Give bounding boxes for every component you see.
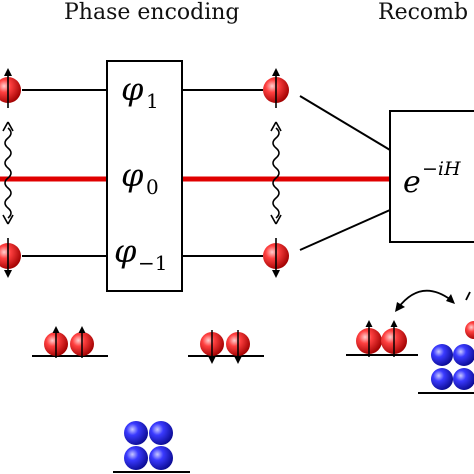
atom-pair-up-recombination bbox=[346, 320, 418, 357]
upper-converge-line bbox=[299, 95, 391, 151]
lower-converge-line bbox=[299, 209, 391, 251]
photon-wavy-arrow-right bbox=[270, 121, 282, 225]
spin-down-atom-lower-left bbox=[0, 238, 21, 278]
spin-up-atom-upper-right bbox=[263, 68, 289, 108]
phi-0-symbol: φ bbox=[121, 156, 144, 194]
phi-minus1-symbol: φ bbox=[114, 232, 137, 270]
atom-pair-up bbox=[32, 326, 108, 358]
recombination-title: Recomb bbox=[378, 0, 468, 25]
exchange-arc-arrow bbox=[397, 289, 452, 309]
atom-pair-down bbox=[188, 330, 264, 364]
phi-1-subscript: 1 bbox=[146, 89, 159, 113]
unitary-exponent: −iH bbox=[422, 158, 461, 180]
phi-minus1-subscript: −1 bbox=[138, 251, 167, 275]
unitary-box bbox=[389, 110, 474, 243]
connection-lines bbox=[22, 89, 391, 257]
photon-wavy-arrow-left bbox=[2, 121, 14, 225]
exchange-arc-arrowhead-left bbox=[395, 302, 405, 312]
phi-1-symbol: φ bbox=[121, 70, 144, 108]
spin-down-atom-lower-right bbox=[263, 238, 289, 278]
exchange-arc-arrow-partial bbox=[465, 291, 471, 301]
blue-cluster-recombination bbox=[418, 321, 474, 394]
unitary-base: e bbox=[403, 165, 421, 200]
spin-up-atom-upper-left bbox=[0, 68, 21, 108]
blue-cluster-bottom bbox=[113, 421, 190, 473]
exchange-arc-arrowhead-right bbox=[446, 294, 455, 304]
phi-0-subscript: 0 bbox=[146, 175, 159, 199]
phase-encoding-title: Phase encoding bbox=[64, 0, 240, 25]
phase-box bbox=[106, 60, 183, 292]
